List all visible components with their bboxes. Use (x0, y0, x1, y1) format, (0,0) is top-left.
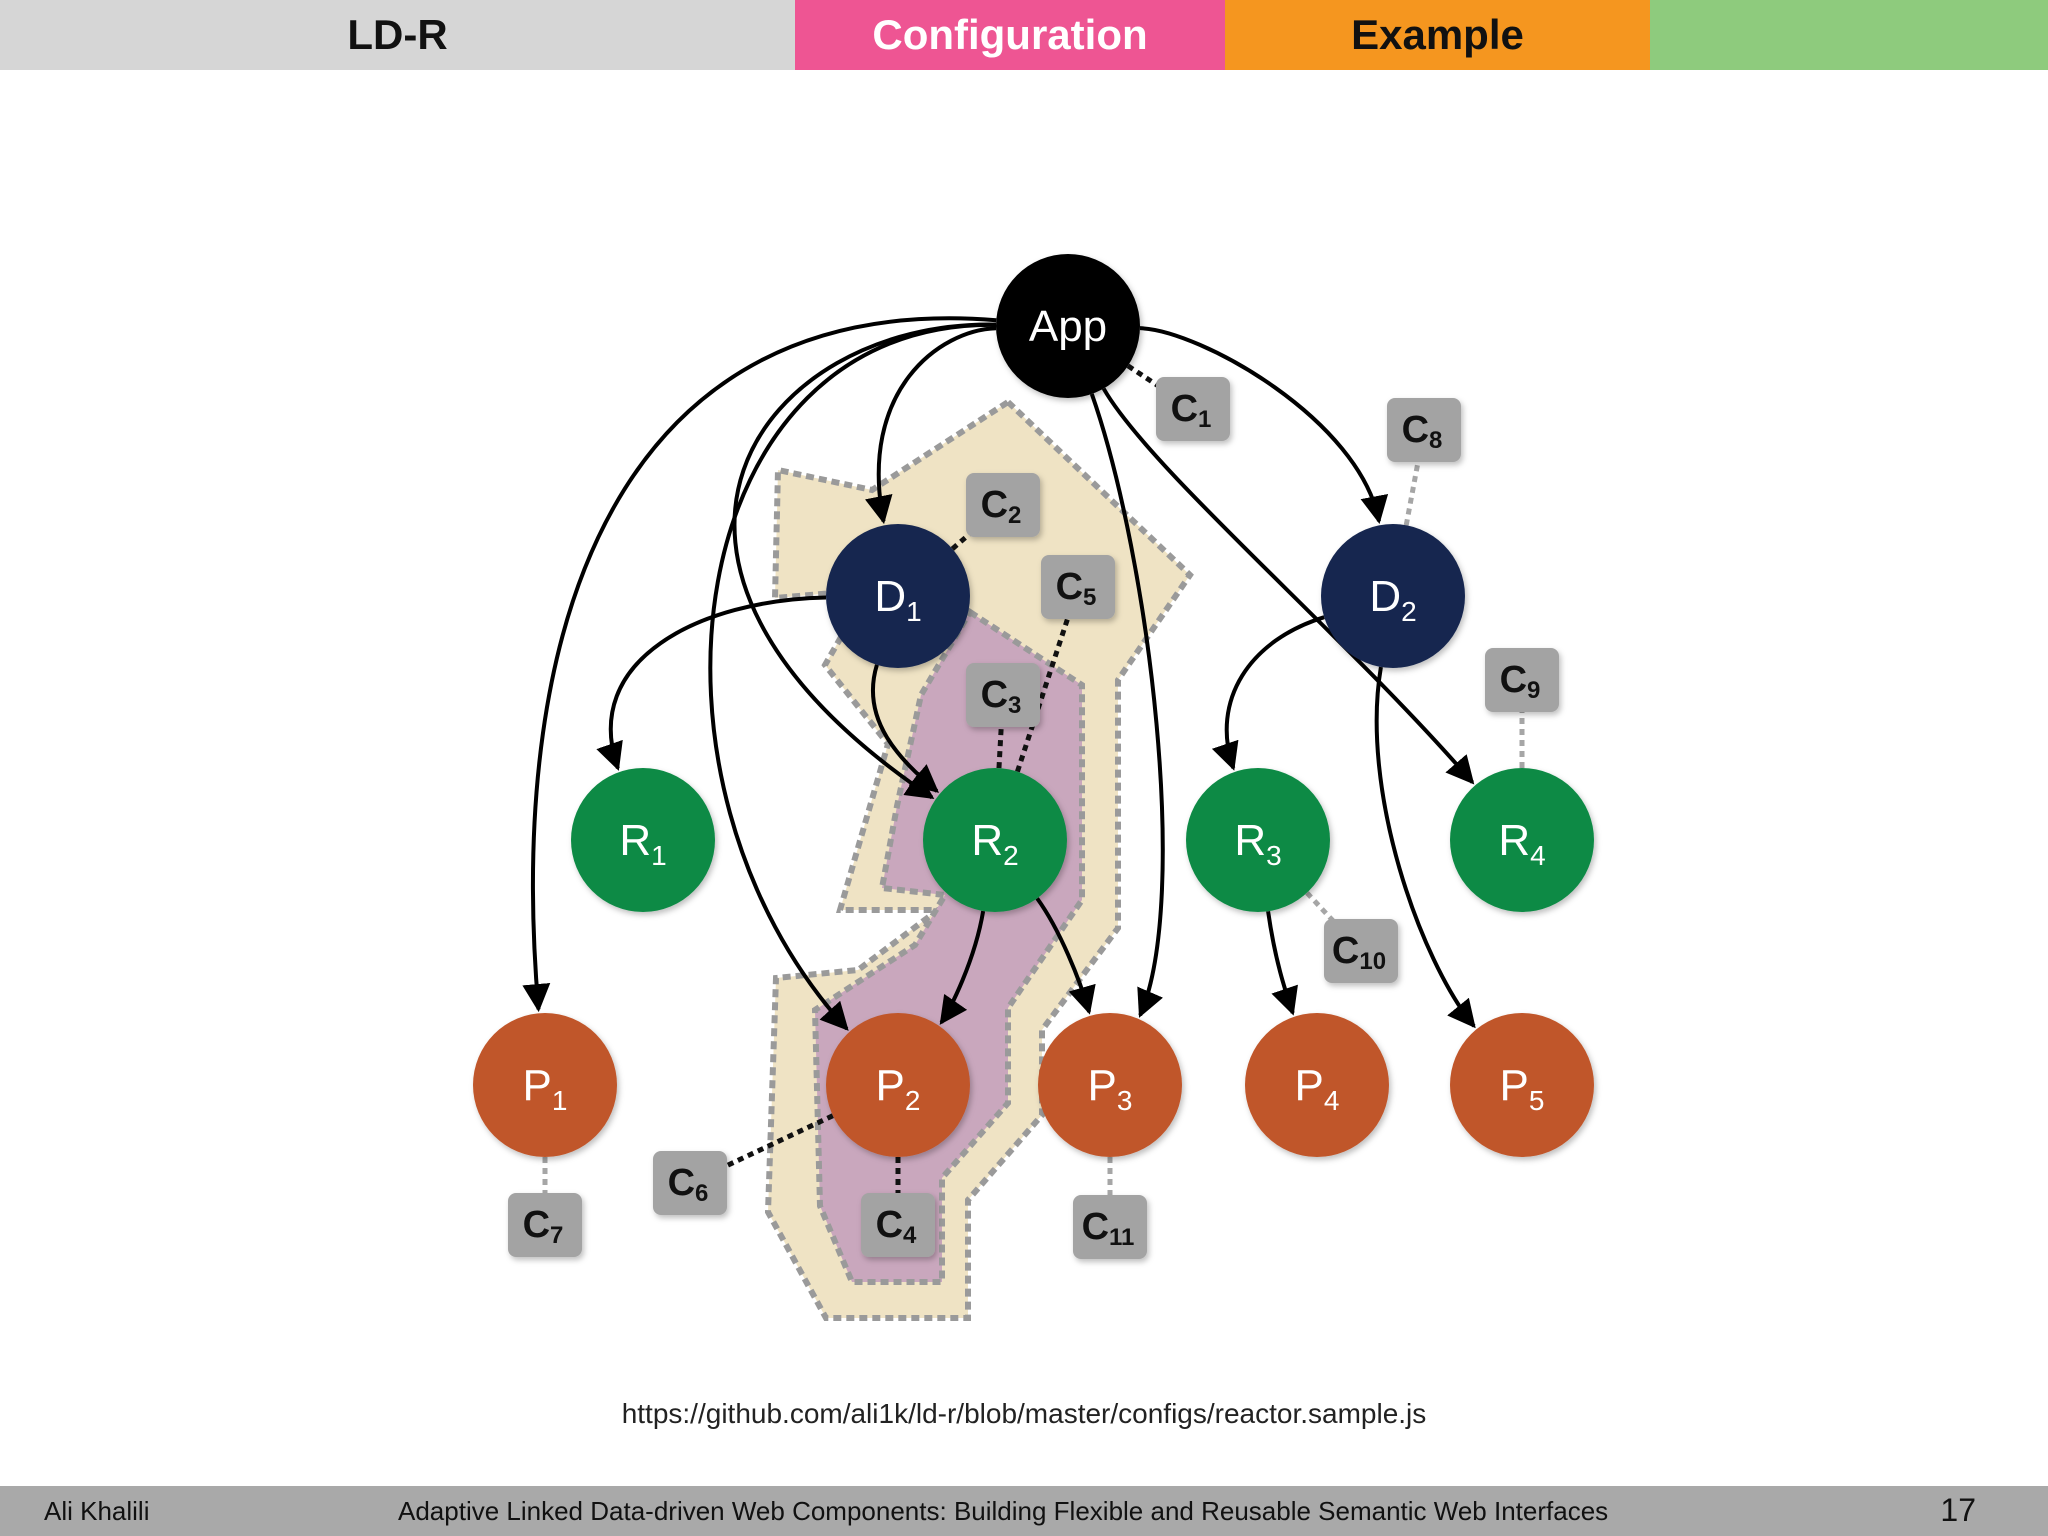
node-d1[interactable]: D1 (826, 524, 970, 668)
node-r3-circle (1186, 768, 1330, 912)
config-c8-box (1387, 398, 1461, 462)
config-c7-box (508, 1193, 582, 1257)
edge-app-to-d1 (864, 326, 997, 525)
config-link-c1-app (1126, 363, 1195, 412)
node-p3[interactable]: P3 (1038, 1013, 1182, 1157)
edge-app-to-p1 (522, 316, 997, 1013)
edges (522, 316, 1476, 1031)
footer-author: Ali Khalili (44, 1496, 150, 1526)
node-p2-circle (826, 1013, 970, 1157)
config-c5-box (1041, 555, 1115, 619)
node-r2[interactable]: R2 (923, 768, 1067, 912)
config-c7[interactable]: C7 (508, 1193, 582, 1257)
edge-app-to-p3 (1089, 393, 1165, 1018)
node-p4[interactable]: P4 (1245, 1013, 1389, 1157)
node-app[interactable]: App (996, 254, 1140, 398)
edge-r2-to-p2 (939, 910, 986, 1025)
node-app-circle (996, 254, 1140, 398)
edge-d2-to-p5 (1374, 666, 1476, 1029)
node-p3-label: P3 (1088, 1061, 1133, 1116)
node-p1-circle (473, 1013, 617, 1157)
node-r1-circle (571, 768, 715, 912)
edge-r2-to-p3 (1035, 897, 1096, 1015)
config-c9[interactable]: C9 (1485, 648, 1559, 712)
config-c1-label: C1 (1171, 388, 1212, 433)
config-c9-box (1485, 648, 1559, 712)
edge-r3-to-p4 (1266, 911, 1298, 1016)
tab-ld-r[interactable]: LD-R (0, 0, 795, 70)
node-r3-label: R3 (1234, 816, 1281, 871)
node-p4-circle (1245, 1013, 1389, 1157)
top-navigation-bar: LD-R Configuration Example (0, 0, 2048, 70)
node-p3-circle (1038, 1013, 1182, 1157)
footer-title: Adaptive Linked Data-driven Web Componen… (398, 1496, 1609, 1526)
node-r1-label: R1 (619, 816, 666, 871)
config-c10-label: C10 (1332, 930, 1386, 975)
config-c3[interactable]: C3 (966, 663, 1040, 727)
edge-app-to-r2 (732, 322, 997, 800)
config-c11[interactable]: C11 (1073, 1195, 1147, 1259)
node-r3[interactable]: R3 (1186, 768, 1330, 912)
config-c1-box (1156, 377, 1230, 441)
config-c8[interactable]: C8 (1387, 398, 1461, 462)
edge-d2-to-r3 (1211, 615, 1325, 771)
node-p2[interactable]: P2 (826, 1013, 970, 1157)
node-d2[interactable]: D2 (1321, 524, 1465, 668)
config-c5[interactable]: C5 (1041, 555, 1115, 619)
node-d2-circle (1321, 524, 1465, 668)
edge-app-to-d2 (1139, 326, 1389, 525)
config-c2-box (966, 473, 1040, 537)
config-c2[interactable]: C2 (966, 473, 1040, 537)
config-c3-box (966, 663, 1040, 727)
node-app-label: App (1029, 302, 1107, 351)
edge-app-to-p2 (708, 322, 997, 1031)
node-p1[interactable]: P1 (473, 1013, 617, 1157)
edge-d1-to-r2 (870, 664, 940, 793)
node-r4[interactable]: R4 (1450, 768, 1594, 912)
node-r2-circle (923, 768, 1067, 912)
config-c10[interactable]: C10 (1324, 919, 1398, 983)
config-link-c3-r2 (996, 694, 1006, 769)
config-link-c6-p2 (688, 1113, 834, 1186)
config-c11-box (1073, 1195, 1147, 1259)
tab-configuration[interactable]: Configuration (795, 0, 1225, 70)
node-r4-circle (1450, 768, 1594, 912)
config-c1[interactable]: C1 (1156, 377, 1230, 441)
config-c10-box (1324, 919, 1398, 983)
node-d1-circle (826, 524, 970, 668)
config-c4[interactable]: C4 (861, 1193, 935, 1257)
node-p5[interactable]: P5 (1450, 1013, 1594, 1157)
edge-app-to-r4 (1101, 387, 1475, 785)
config-c6[interactable]: C6 (653, 1151, 727, 1215)
config-c4-box (861, 1193, 935, 1257)
node-p5-circle (1450, 1013, 1594, 1157)
tab-example[interactable]: Example (1225, 0, 1650, 70)
node-r1[interactable]: R1 (571, 768, 715, 912)
footer-bar: Ali Khalili Adaptive Linked Data-driven … (0, 1486, 2048, 1536)
page-number: 17 (1940, 1492, 1976, 1528)
source-url[interactable]: https://github.com/ali1k/ld-r/blob/maste… (621, 1398, 1427, 1429)
tab-green-section[interactable] (1650, 0, 2048, 70)
edge-d1-to-r1 (596, 595, 827, 771)
config-c6-box (653, 1151, 727, 1215)
